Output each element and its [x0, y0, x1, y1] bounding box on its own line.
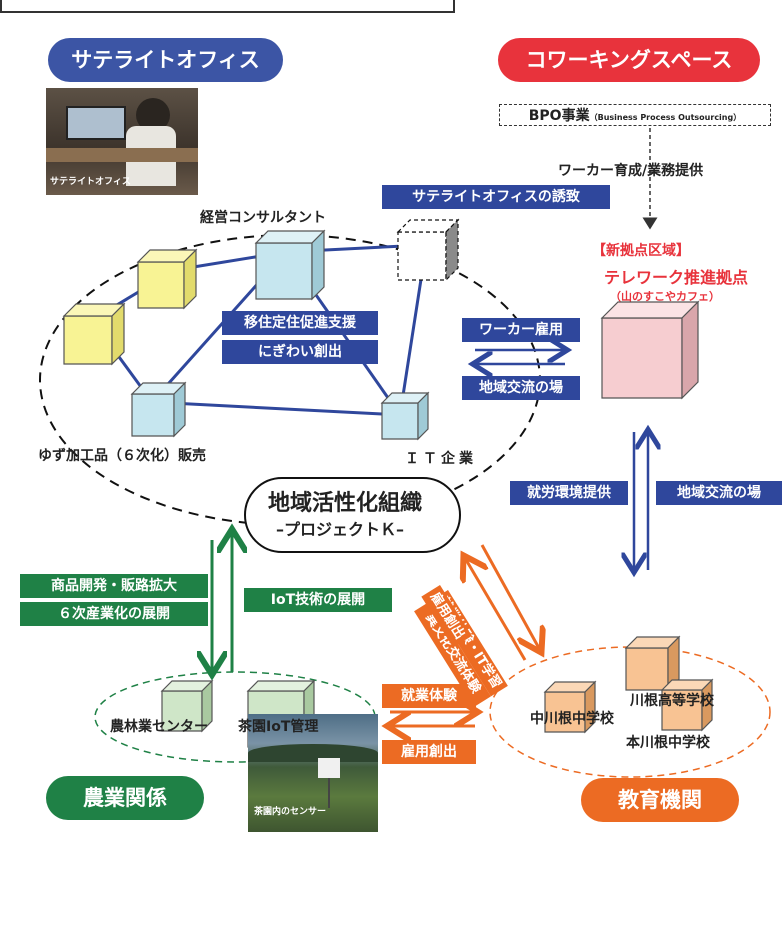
tea-photo-caption: 茶園内のセンサー	[254, 807, 327, 817]
cafe-label: （山のすこやカフェ）	[610, 290, 720, 303]
work-environment-label: 就労環境提供	[510, 481, 628, 505]
cube-telework	[600, 300, 700, 400]
arrow-org-school	[480, 544, 540, 650]
org-subtitle: –プロジェクトＫ–	[276, 520, 405, 539]
bustle-label: にぎわい創出	[222, 340, 378, 364]
worker-employment-label: ワーカー雇用	[462, 318, 580, 342]
sixth-industry-label: ６次産業化の展開	[20, 602, 208, 626]
education-pill: 教育機関	[581, 778, 739, 822]
cube-it	[380, 391, 430, 441]
cube-yellow-1	[136, 248, 198, 310]
cube-agri	[160, 679, 214, 733]
cube-honkawane	[660, 678, 714, 732]
it-company-label: ＩＴ企業	[405, 451, 477, 467]
migration-label: 移住定住促進支援	[222, 311, 378, 335]
cube-nakakawane	[543, 680, 597, 734]
tea-iot-label: 茶園IoT管理	[238, 719, 319, 735]
job-experience-label: 就業体験	[382, 684, 476, 708]
office-photo-caption: サテライトオフィス	[50, 177, 131, 187]
tea-sensor-photo: 茶園内のセンサー	[248, 714, 378, 832]
coworking-space-pill: コワーキングスペース	[498, 38, 760, 82]
exchange-place-label: 地域交流の場	[462, 376, 580, 400]
exchange-place2-label: 地域交流の場	[656, 481, 782, 505]
yuzu-label: ゆず加工品（６次化）販売	[38, 448, 206, 464]
new-base-tag: 【新拠点区域】	[592, 243, 690, 259]
bpo-subtitle: （Business Process Outsourcing）	[589, 113, 742, 122]
cube-kawane-high	[624, 635, 681, 692]
worker-training-label: ワーカー育成/業務提供	[558, 163, 704, 179]
bpo-box: BPO事業（Business Process Outsourcing）	[499, 104, 771, 126]
agriculture-pill: 農業関係	[46, 776, 204, 820]
telework-label: テレワーク推進拠点	[604, 268, 749, 287]
cube-yellow-2	[62, 302, 126, 366]
bpo-title: BPO事業	[528, 108, 590, 124]
invite-label: サテライトオフィスの誘致	[382, 185, 610, 209]
org-box	[244, 477, 461, 553]
cube-consultant	[254, 229, 326, 301]
product-dev-label: 商品開発・販路拡大	[20, 574, 208, 598]
consultant-label: 経営コンサルタント	[200, 210, 326, 226]
honkawane-label: 本川根中学校	[626, 735, 710, 751]
arrow-school-org	[465, 558, 527, 661]
cube-invite	[396, 218, 460, 282]
cube-yuzu	[130, 381, 187, 438]
agri-center-label: 農林業センター	[110, 719, 208, 735]
satellite-office-pill: サテライトオフィス	[48, 38, 283, 82]
kawane-high-label: 川根高等学校	[630, 693, 714, 709]
school-ellipse	[489, 646, 771, 778]
org-name: 地域活性化組織	[268, 491, 423, 516]
employment-creation2-label: 雇用創出	[382, 740, 476, 764]
iot-deploy-label: IoT技術の展開	[244, 588, 392, 612]
top-frame	[0, 0, 455, 13]
nakakawane-label: 中川根中学校	[530, 711, 614, 727]
office-photo: サテライトオフィス	[46, 88, 198, 195]
